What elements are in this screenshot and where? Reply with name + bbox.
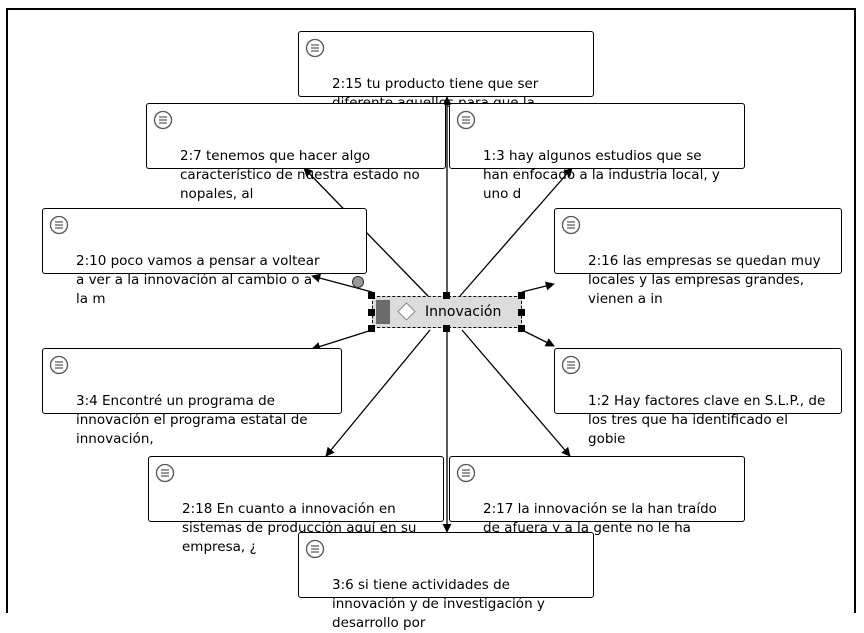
quotation-text: 2:7 tenemos que hacer algo característic…: [180, 148, 420, 202]
quotation-text: 1:2 Hay factores clave en S.L.P., de los…: [588, 393, 826, 447]
quotation-1-3[interactable]: 1:3 hay algunos estudios que se han enfo…: [449, 103, 745, 202]
quotation-2-7[interactable]: 2:7 tenemos que hacer algo característic…: [146, 103, 446, 202]
quotation-text: 3:6 si tiene actividades de innovación y…: [332, 577, 545, 631]
quotation-icon: [153, 110, 173, 130]
resize-handle-ne[interactable]: [518, 292, 525, 299]
link-1-2: [521, 329, 555, 347]
code-node-innovacion[interactable]: Innovación: [372, 296, 522, 328]
quotation-icon: [49, 355, 69, 375]
quotation-icon: [561, 215, 581, 235]
canvas-frame: [6, 8, 856, 613]
resize-handle-se[interactable]: [518, 325, 525, 332]
quotation-icon: [305, 539, 325, 559]
resize-handle-e[interactable]: [518, 309, 525, 316]
quotation-text: 2:16 las empresas se quedan muy locales …: [588, 253, 821, 307]
resize-handle-n[interactable]: [443, 292, 450, 299]
link-2-17: [461, 329, 571, 457]
resize-handle-nw[interactable]: [368, 292, 375, 299]
resize-handle-w[interactable]: [368, 309, 375, 316]
quotation-2-10[interactable]: 2:10 poco vamos a pensar a voltear a ver…: [42, 208, 367, 307]
quotation-2-18[interactable]: 2:18 En cuanto a innovación en sistemas …: [148, 456, 444, 555]
code-color-bar: [376, 300, 390, 324]
code-label: Innovación: [425, 304, 502, 320]
quotation-icon: [456, 110, 476, 130]
quotation-icon: [49, 215, 69, 235]
quotation-3-4[interactable]: 3:4 Encontré un programa de innovación e…: [42, 348, 342, 447]
quotation-1-2[interactable]: 1:2 Hay factores clave en S.L.P., de los…: [554, 348, 842, 447]
link-3-4: [311, 329, 373, 351]
quotation-text: 3:4 Encontré un programa de innovación e…: [76, 393, 308, 447]
code-diamond-icon: [397, 302, 416, 321]
quotation-2-17[interactable]: 2:17 la innovación se la han traído de a…: [449, 456, 745, 555]
rotate-handle[interactable]: [352, 276, 364, 288]
resize-handle-sw[interactable]: [368, 325, 375, 332]
resize-handle-s[interactable]: [443, 325, 450, 332]
link-1-3: [459, 167, 573, 297]
quotation-icon: [561, 355, 581, 375]
link-2-16: [521, 281, 555, 293]
quotation-icon: [456, 463, 476, 483]
quotation-2-15[interactable]: 2:15 tu producto tiene que ser diferente…: [298, 31, 594, 130]
quotation-text: 1:3 hay algunos estudios que se han enfo…: [483, 148, 720, 202]
quotation-text: 2:10 poco vamos a pensar a voltear a ver…: [76, 253, 320, 307]
link-2-10: [311, 273, 373, 293]
quotation-icon: [305, 38, 325, 58]
quotation-icon: [155, 463, 175, 483]
link-2-18: [325, 329, 431, 457]
quotation-3-6[interactable]: 3:6 si tiene actividades de innovación y…: [298, 532, 594, 631]
quotation-2-16[interactable]: 2:16 las empresas se quedan muy locales …: [554, 208, 842, 307]
